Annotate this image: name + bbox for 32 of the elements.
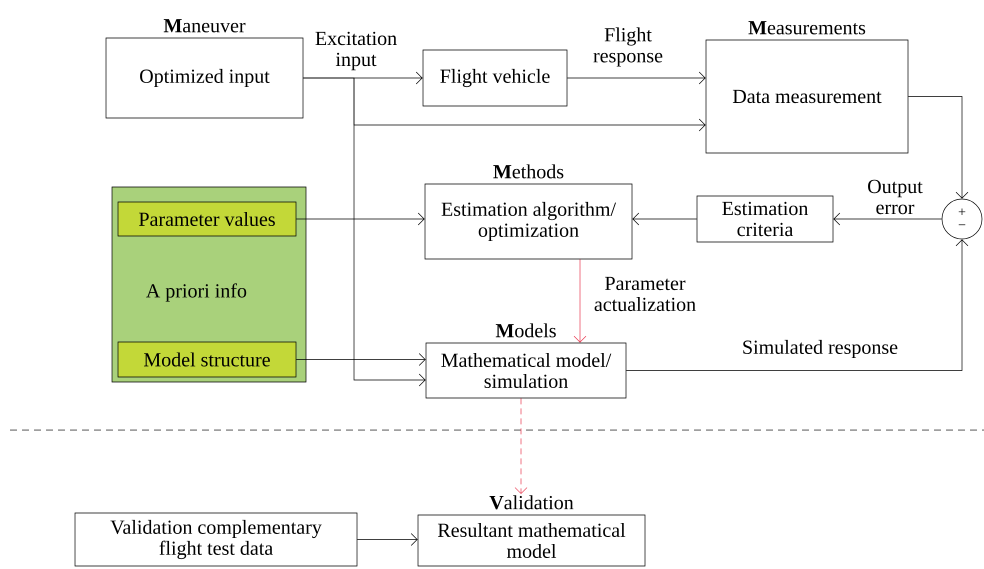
arrow [626, 239, 968, 371]
process-box: Optimized input [106, 38, 304, 118]
arrow [303, 78, 426, 386]
edge-label: Simulated response [743, 340, 898, 358]
edge-label: Excitation input [316, 32, 397, 70]
box-heading: Maneuver [164, 19, 246, 32]
arrow [833, 212, 942, 226]
process-box: Mathematical model/ simulation [426, 342, 626, 398]
arrow [357, 533, 418, 546]
parameter-box: Model structure [118, 342, 296, 378]
summing-junction: + − [942, 198, 982, 240]
box-heading: Measurements [748, 21, 866, 34]
arrow [296, 353, 426, 366]
arrow [296, 212, 425, 226]
edge-label: Flight response [593, 27, 662, 67]
process-box: Data measurement [706, 40, 908, 154]
process-box: Estimation criteria [696, 196, 834, 242]
process-box: Estimation algorithm/ optimization [424, 184, 632, 260]
arrow [514, 398, 528, 494]
process-box: Resultant mathematical model [418, 514, 646, 566]
box-heading: Methods [493, 164, 564, 178]
edge-label: Output error [868, 180, 923, 214]
box-heading: Validation [490, 495, 574, 510]
arrow [574, 258, 586, 343]
arrow [632, 212, 697, 226]
arrow [908, 96, 968, 199]
parameter-box: Parameter values [118, 202, 296, 236]
process-box: Flight vehicle [422, 50, 568, 106]
edge-label: Parameter actualization [594, 276, 696, 312]
box-heading: Models [496, 323, 556, 338]
process-box: Validation complementary flight test data [74, 512, 358, 566]
arrow [567, 72, 706, 84]
